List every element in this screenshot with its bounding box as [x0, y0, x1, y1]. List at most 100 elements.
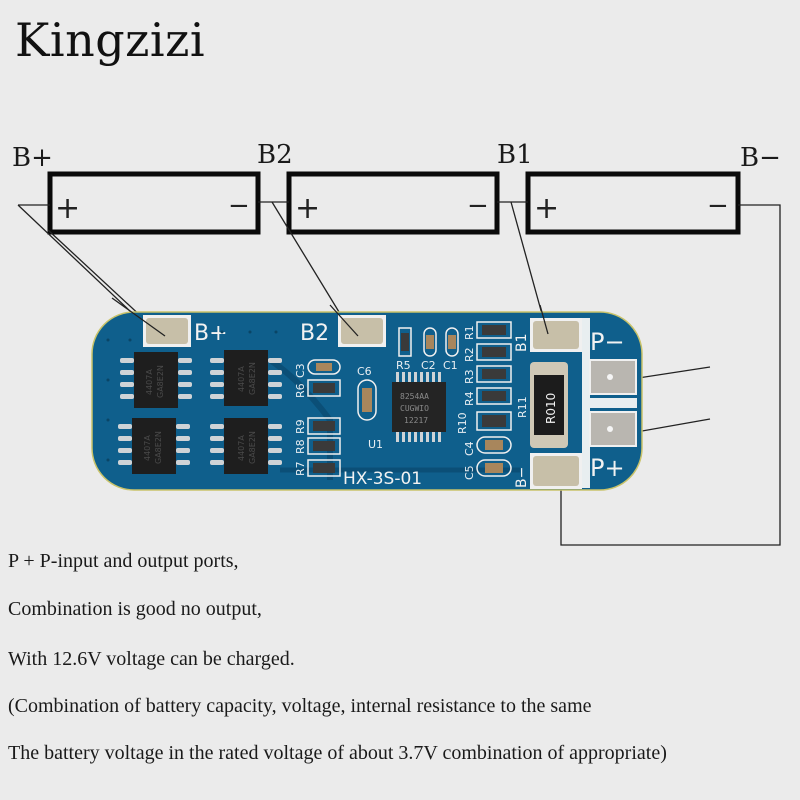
ic-marking: 8254AA	[400, 392, 429, 401]
positive-terminal-icon: +	[534, 191, 559, 226]
label-r6: R6	[294, 383, 307, 398]
wire-b1-lead-overlay	[539, 304, 549, 335]
passive-c2: C2	[421, 327, 437, 372]
terminal-label-b1: B1	[497, 140, 533, 170]
pcb-label-b2: B2	[300, 321, 329, 346]
negative-terminal-icon: −	[467, 191, 489, 221]
mosfet-marking: GA8E2N	[154, 431, 163, 464]
negative-terminal-icon: −	[707, 191, 729, 221]
mosfet-chip	[224, 350, 268, 406]
description-line-1: P + P-input and output ports,	[8, 550, 239, 572]
wire-b-plus-lead-overlay	[111, 297, 166, 337]
pad-p-minus	[589, 359, 637, 395]
passive-r4: R4	[463, 387, 512, 406]
label-r9: R9	[294, 419, 307, 434]
pcb-label-p-minus: P−	[590, 328, 625, 356]
mosfet-chip	[224, 418, 268, 474]
via-hole	[607, 374, 613, 380]
pcb-label-b-plus: B+	[194, 321, 228, 346]
label-c4: C4	[463, 441, 476, 456]
pcb-label-p-plus: P+	[590, 454, 625, 482]
label-r5: R5	[396, 359, 411, 372]
mosfet-chip	[132, 418, 176, 474]
label-c5: C5	[463, 465, 476, 480]
label-r10: R10	[456, 412, 469, 434]
mosfet-1: 4407A GA8E2N	[120, 352, 192, 408]
pcb-label-b-minus: B−	[514, 467, 530, 488]
mosfet-2: 4407A GA8E2N	[210, 350, 282, 406]
wire-b2-lead-overlay	[329, 304, 359, 337]
passive-c1: C1	[443, 327, 459, 372]
passive-r5: R5	[396, 327, 412, 372]
silk-stripe	[582, 398, 637, 408]
battery-cell-outline	[47, 171, 261, 235]
passive-c3: C3	[294, 359, 341, 378]
pad-b-plus	[146, 318, 188, 344]
wire-b1-to-pad	[510, 201, 546, 326]
label-r3: R3	[463, 369, 476, 384]
ic-u1: 8254AA CUGWIO 12217 U1	[368, 372, 446, 451]
wire-b2-to-pad	[271, 201, 351, 331]
wire-b-minus-return	[560, 204, 781, 546]
mosfet-marking: GA8E2N	[248, 362, 257, 395]
label-c1: C1	[443, 359, 458, 372]
mosfet-4: 4407A GA8E2N	[210, 418, 282, 474]
positive-terminal-icon: +	[295, 191, 320, 226]
terminal-label-b-minus: B−	[740, 143, 781, 173]
passive-r2: R2	[463, 343, 512, 362]
battery-cell-2: + −	[286, 171, 500, 235]
terminal-label-b2: B2	[257, 140, 293, 170]
passive-c5: C5	[463, 459, 512, 480]
mosfet-chip	[134, 352, 178, 408]
sense-resistor-marking: R010	[544, 393, 558, 424]
brand-title: Kingzizi	[15, 13, 206, 67]
battery-cell-3: + −	[525, 171, 741, 235]
via-hole	[607, 426, 613, 432]
ic-chip	[392, 382, 446, 432]
description-line-2: Combination is good no output,	[8, 598, 262, 620]
description-line-3: With 12.6V voltage can be charged.	[8, 648, 295, 670]
passive-r8: R8	[294, 437, 341, 455]
passive-r3: R3	[463, 365, 512, 384]
protection-pcb: B+ B2 B1 B− P− P+ R010 R11	[91, 311, 643, 491]
battery-cell-outline	[286, 171, 500, 235]
label-r7: R7	[294, 461, 307, 476]
mosfet-marking: 4407A	[145, 369, 154, 395]
passive-r10: R10	[456, 411, 512, 434]
negative-terminal-icon: −	[228, 191, 250, 221]
passive-r7: R7	[294, 459, 341, 477]
positive-terminal-icon: +	[55, 191, 80, 226]
label-r11: R11	[516, 396, 529, 418]
mosfet-marking: GA8E2N	[248, 431, 257, 464]
mosfet-marking: 4407A	[143, 435, 152, 461]
label-c3: C3	[294, 363, 307, 378]
passive-r9: R9	[294, 417, 341, 435]
mosfet-3: 4407A GA8E2N	[118, 418, 190, 474]
pad-b-minus	[533, 456, 579, 486]
label-r2: R2	[463, 347, 476, 362]
label-r4: R4	[463, 391, 476, 406]
mosfet-marking: 4407A	[237, 435, 246, 461]
ic-marking: CUGWIO	[400, 404, 429, 413]
pcb-model-label: HX-3S-01	[343, 469, 422, 489]
sense-resistor	[534, 375, 564, 435]
description-line-4: (Combination of battery capacity, voltag…	[8, 695, 592, 717]
passive-c6: C6	[357, 365, 377, 421]
mosfet-marking: 4407A	[237, 366, 246, 392]
terminal-label-b-plus: B+	[12, 143, 53, 173]
label-r8: R8	[294, 439, 307, 454]
pcb-label-b1: B1	[514, 333, 530, 352]
label-c2: C2	[421, 359, 436, 372]
pad-b1	[533, 321, 579, 349]
label-r1: R1	[463, 325, 476, 340]
passive-r6: R6	[294, 379, 341, 398]
battery-cell-1: + −	[47, 171, 261, 235]
passive-r1: R1	[463, 321, 512, 340]
label-c6: C6	[357, 365, 372, 378]
label-u1: U1	[368, 438, 383, 451]
battery-cell-outline	[525, 171, 741, 235]
ic-marking: 12217	[404, 416, 428, 425]
wire-b-plus-diagonal	[47, 229, 146, 321]
via-dots	[106, 330, 278, 462]
